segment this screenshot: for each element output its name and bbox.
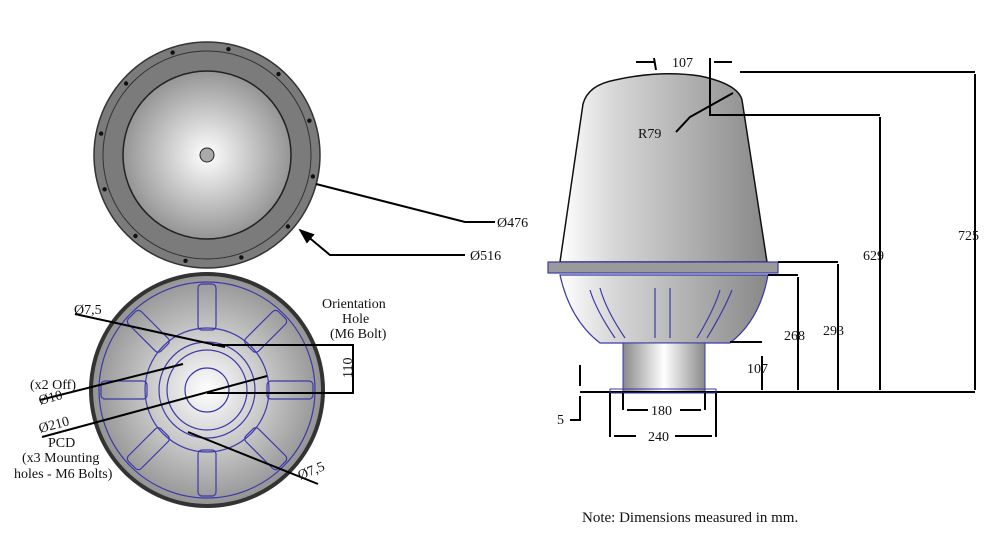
bolt-hole <box>133 233 138 239</box>
rib <box>100 380 148 400</box>
bolt-hole <box>98 131 104 136</box>
note-text: Note: Dimensions measured in mm. <box>582 510 798 526</box>
dia-516-label: Ø516 <box>470 249 501 264</box>
offset-110-label: 110 <box>341 358 356 378</box>
height-293-label: 293 <box>823 324 844 339</box>
top-view: Ø476 Ø516 <box>93 41 528 269</box>
top-width-label: 107 <box>672 56 693 71</box>
off-label: (x2 Off) <box>30 378 76 393</box>
height-107-label: 107 <box>747 362 768 377</box>
height-268-label: 268 <box>784 329 805 344</box>
pcd-label: PCD <box>48 436 75 451</box>
mounting-label-2: holes - M6 Bolts) <box>14 467 113 482</box>
rib <box>197 283 217 331</box>
bolt-hole <box>226 46 231 52</box>
side-view: 107 R79 725 629 293 268 107 5 180 240 <box>547 56 979 445</box>
bolt-hole <box>285 224 291 229</box>
bolt-hole <box>310 174 316 179</box>
hole-bottom-label: Ø7,5 <box>296 459 327 483</box>
orientation-label-2: Hole <box>342 312 369 327</box>
rib <box>126 427 170 471</box>
bolt-hole <box>123 81 129 86</box>
dia-10-label: Ø10 <box>37 388 64 409</box>
ribs <box>100 283 314 497</box>
mounting-label-1: (x3 Mounting <box>22 451 99 466</box>
bolt-holes <box>98 46 316 264</box>
radius-label: R79 <box>638 127 661 142</box>
thickness-5-label: 5 <box>557 413 564 428</box>
hole-top-label: Ø7,5 <box>74 303 102 318</box>
width-180-label: 180 <box>651 404 672 419</box>
bolt-hole <box>170 50 175 55</box>
bolt-hole <box>276 71 281 77</box>
dia-476-label: Ø476 <box>497 216 528 231</box>
rib <box>197 449 217 497</box>
width-240-label: 240 <box>648 430 669 445</box>
rib <box>126 309 170 353</box>
rib <box>266 380 314 400</box>
height-725-label: 725 <box>958 229 979 244</box>
rib <box>244 427 288 471</box>
height-629-label: 629 <box>863 249 884 264</box>
bottom-view: Ø7,5 Orientation Hole (M6 Bolt) 110 (x2 … <box>14 272 387 508</box>
bolt-hole <box>183 258 188 264</box>
bolt-hole <box>102 187 107 192</box>
rib <box>244 309 288 353</box>
orientation-label-3: (M6 Bolt) <box>330 327 387 342</box>
orientation-label-1: Orientation <box>322 297 386 312</box>
bolt-hole <box>239 255 244 260</box>
bolt-hole <box>307 118 312 123</box>
